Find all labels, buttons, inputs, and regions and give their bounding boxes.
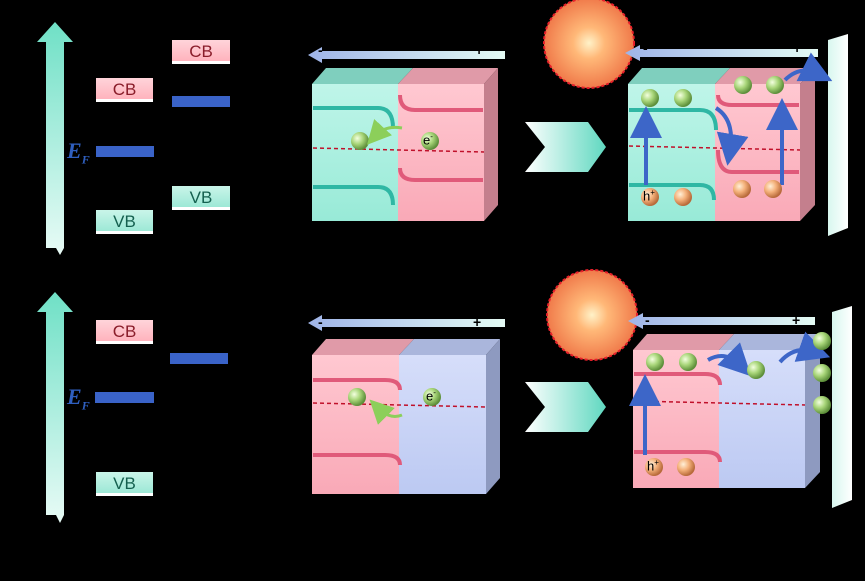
hole-label-bottom: h+ (647, 458, 659, 474)
vb-label-left-top: VB (96, 210, 153, 234)
fermi-level-right-bottom (170, 353, 228, 364)
field-arrow-before-bottom (308, 315, 505, 331)
field-minus-before-top: - (318, 42, 323, 58)
field-plus-before-bottom: + (473, 314, 482, 330)
field-minus-after-bottom: - (645, 312, 650, 328)
field-arrow-after-top (625, 45, 818, 61)
field-plus-after-top: + (793, 40, 802, 56)
field-plus-before-top: + (475, 42, 484, 58)
field-arrow-before-top (308, 47, 505, 63)
field-minus-after-top: - (643, 40, 648, 56)
junction-before-bottom (312, 339, 500, 494)
vb-label-right-top: VB (172, 186, 230, 210)
energy-axis-arrow-bottom (37, 292, 73, 523)
electrode-plate-bottom (832, 306, 852, 508)
energy-axis-arrow-top (37, 22, 73, 255)
electron-label-top: e- (423, 132, 433, 148)
cb-label-right-top: CB (172, 40, 230, 64)
fermi-level-left-top (96, 146, 154, 157)
field-minus-before-bottom: - (318, 314, 323, 330)
junction-after-bottom (629, 331, 831, 488)
fermi-symbol-bottom: EF (67, 384, 90, 413)
cb-label-left-bottom: CB (96, 320, 153, 344)
field-plus-after-bottom: + (792, 312, 801, 328)
fermi-level-right-top (172, 96, 230, 107)
junction-before-top (312, 68, 498, 221)
cb-label-left-top: CB (96, 78, 153, 102)
hole-label-top: h+ (643, 188, 655, 204)
electron-label-bottom: e- (426, 388, 436, 404)
light-source-top (543, 0, 635, 89)
electrode-plate-top (828, 34, 848, 236)
fermi-symbol-top: EF (67, 138, 90, 167)
junction-after-top (628, 52, 833, 221)
fermi-level-left-bottom (95, 392, 154, 403)
transition-arrow-top (525, 122, 606, 172)
transition-arrow-bottom (525, 382, 606, 432)
field-arrow-after-bottom (628, 313, 815, 329)
light-source-bottom (546, 269, 638, 361)
vb-label-left-bottom: VB (96, 472, 153, 496)
